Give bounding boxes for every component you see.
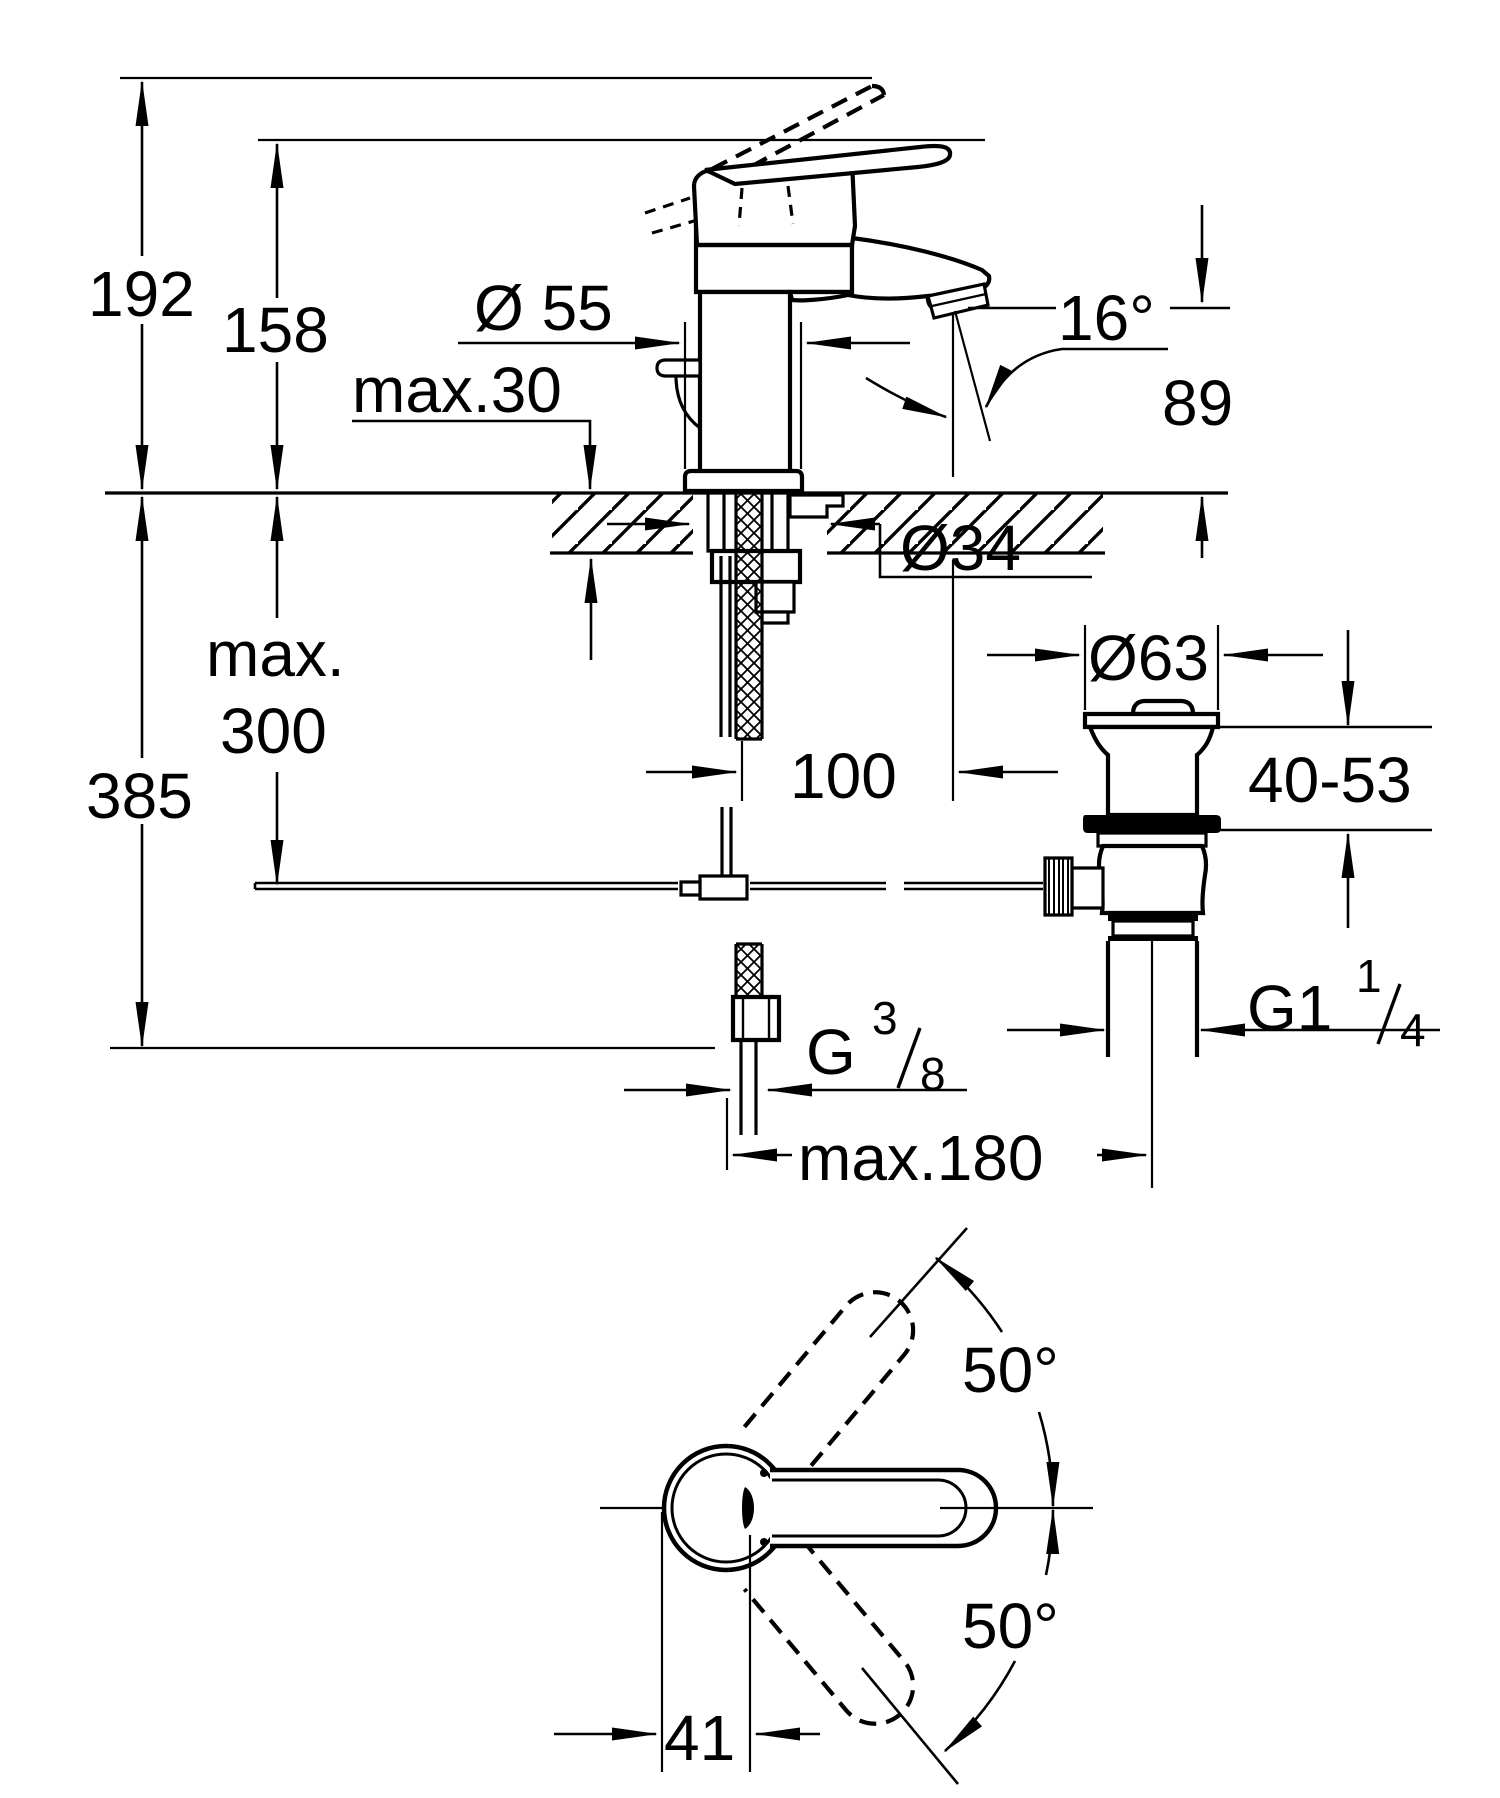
dim-label-50-up: 50°	[962, 1334, 1059, 1406]
top-view-handle: 50° 50° 41	[554, 1227, 1093, 1785]
dim-label-max180: max.180	[798, 1122, 1043, 1194]
dim-label-158: 158	[222, 294, 329, 366]
lever-pivot-mark	[742, 1487, 754, 1529]
g114-fraction-slash	[1376, 983, 1402, 1045]
arc-50-down-inner	[1044, 1508, 1060, 1576]
aerator-inner-line	[931, 292, 987, 308]
dim-label-192: 192	[88, 258, 195, 330]
dim-label-g38-sup: 3	[872, 992, 898, 1044]
faucet-column	[697, 289, 793, 476]
stream-angle-line	[953, 310, 992, 442]
arc-50-up-outer	[934, 1256, 1004, 1333]
coupling-ring	[1111, 919, 1195, 938]
ext-swing-up	[869, 1227, 968, 1338]
arc-50-up-inner	[1037, 1411, 1060, 1508]
rod-t-connector	[698, 874, 749, 901]
shank-fitting-step	[760, 610, 790, 625]
dim-label-dia55: Ø 55	[474, 272, 613, 344]
waste-side-port	[1070, 866, 1105, 910]
dim-label-g114-sup: 1	[1356, 950, 1382, 1002]
side-view-faucet	[105, 83, 1228, 555]
dia34-leader	[878, 524, 1092, 579]
ext-swing-down	[860, 1667, 960, 1785]
dim-label-50-down: 50°	[962, 1590, 1059, 1662]
dim-label-100: 100	[790, 740, 897, 812]
dim-label-g38-sub: 8	[920, 1048, 946, 1100]
dim-label-max-word: max.	[206, 618, 345, 690]
lever-dashed-down	[742, 1538, 916, 1726]
body-outer-circle	[661, 1443, 791, 1573]
waste-body	[1096, 843, 1209, 916]
angle-leader-left	[865, 376, 948, 419]
dim-label-41: 41	[664, 1702, 735, 1774]
lever-dot-top	[760, 1469, 768, 1477]
waste-subflange	[1096, 831, 1208, 848]
arc-50-down-outer	[943, 1660, 1017, 1753]
waste-neck	[1086, 724, 1216, 818]
dim-label-g114-sub: 4	[1400, 1004, 1426, 1056]
supply-pipe-end	[739, 1040, 758, 1135]
side-view-below-deck	[253, 491, 1043, 1135]
base-flange	[682, 468, 805, 494]
dim-label-385: 385	[86, 760, 193, 832]
knob-knurling	[1048, 858, 1069, 915]
dim-label-89: 89	[1162, 367, 1233, 439]
hex-nut-facets	[741, 997, 771, 1040]
popup-pull-rod	[253, 881, 1043, 891]
handle-lever-solid	[704, 143, 953, 187]
coupling-band-bottom	[1108, 936, 1198, 941]
shank-left	[706, 491, 726, 553]
coupling-band-top	[1108, 913, 1198, 921]
dim-label-4053: 40-53	[1248, 744, 1412, 816]
dim-label-g38-base: G	[806, 1016, 856, 1088]
popup-rod-knob	[655, 358, 702, 378]
popup-waste-assembly	[1043, 698, 1221, 1188]
waste-gasket	[1083, 815, 1221, 833]
drain-pipe	[1105, 941, 1200, 1057]
shank-right	[770, 491, 790, 553]
dim-label-g114-base: G1	[1247, 972, 1332, 1044]
rod-connector-nub	[679, 880, 702, 897]
dimensions-side-view: 192 158 385 max. 300 Ø 55 max.30 Ø34	[86, 76, 1440, 1194]
lever-solid-fill	[770, 1472, 994, 1544]
lever-dot-bottom	[760, 1538, 768, 1546]
waste-pushbutton	[1130, 698, 1196, 717]
popup-rod-upper	[719, 556, 732, 737]
washer-steps	[788, 493, 845, 519]
dim-label-dia34: Ø34	[900, 512, 1021, 584]
lever-dashed-up	[742, 1290, 916, 1478]
dim-label-max30: max.30	[352, 354, 562, 426]
max30-leader	[352, 419, 592, 430]
supply-hose-lower-outline	[734, 942, 764, 997]
popup-rod-lower	[720, 807, 733, 876]
dim-label-16deg: 16°	[1058, 282, 1155, 354]
supply-hose-outline	[734, 493, 764, 741]
supply-hose-braid-lower	[736, 944, 762, 997]
cartridge-dashed-lines	[737, 185, 795, 227]
hose-hex-nut	[730, 994, 782, 1043]
supply-hose-braid	[736, 493, 762, 739]
dim-label-dia63: Ø63	[1088, 622, 1209, 694]
g38-fraction-slash	[896, 1027, 922, 1089]
dim-label-300: 300	[220, 695, 327, 767]
angle-leader-right	[984, 347, 1168, 409]
popup-rod-hook	[674, 375, 701, 430]
